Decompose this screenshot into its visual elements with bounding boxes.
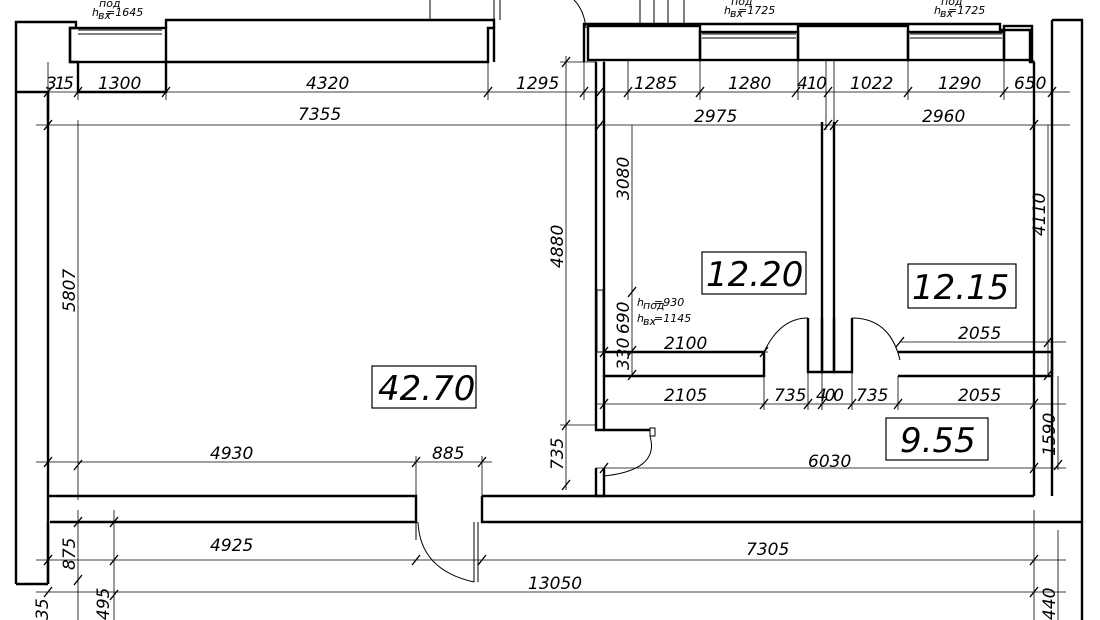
svg-text:под: под — [99, 0, 121, 10]
svg-text:вх: вх — [940, 7, 953, 20]
window-height-1: h под вх =1645 — [92, 0, 143, 22]
dim-4880: 4880 — [548, 225, 568, 268]
room-area-labels: 42.70 12.20 12.15 9.55 — [371, 251, 1017, 461]
dim-2105: 2105 — [664, 386, 707, 406]
inner-dimensions: 2100 2055 2105 735 400 735 2055 6030 493… — [210, 324, 1001, 594]
room-area-bedroom-2: 12.15 — [912, 268, 1009, 308]
dim-6030: 6030 — [808, 452, 851, 472]
dim-410: 410 — [797, 74, 827, 94]
window-height-2: h под вх =1725 — [724, 0, 775, 20]
window-height-3: h под вх =1725 — [934, 0, 985, 20]
dim-35: 35 — [33, 598, 53, 620]
dim-2055-upper: 2055 — [958, 324, 1001, 344]
dim-875: 875 — [60, 538, 80, 570]
dim-2055-lower: 2055 — [958, 386, 1001, 406]
svg-text:под: под — [941, 0, 963, 8]
svg-text:вх: вх — [643, 315, 656, 328]
dim-690: 690 — [614, 302, 634, 334]
dim-2960: 2960 — [922, 107, 965, 127]
dim-735-a: 735 — [774, 386, 806, 406]
window-note-inner: h под =930 h вх =1145 — [637, 296, 691, 328]
svg-text:=1645: =1645 — [106, 6, 143, 19]
dim-495: 495 — [94, 588, 114, 620]
svg-text:=1725: =1725 — [738, 4, 775, 17]
svg-text:h: h — [934, 4, 941, 17]
svg-text:=1145: =1145 — [654, 312, 691, 325]
svg-text:вх: вх — [730, 7, 743, 20]
svg-text:под: под — [643, 299, 665, 312]
dim-330: 330 — [614, 338, 634, 370]
dim-13050: 13050 — [528, 574, 582, 594]
dim-735-b: 735 — [856, 386, 888, 406]
dim-4930: 4930 — [210, 444, 253, 464]
dim-400: 400 — [816, 386, 844, 406]
room-area-living: 42.70 — [378, 369, 475, 409]
room-area-hall: 9.55 — [900, 421, 976, 461]
door-swings — [415, 0, 901, 583]
dim-650: 650 — [1014, 74, 1046, 94]
svg-text:h: h — [637, 312, 644, 325]
dim-1300: 1300 — [98, 74, 141, 94]
dim-4320: 4320 — [306, 74, 349, 94]
svg-text:вх: вх — [98, 9, 111, 22]
dim-1290: 1290 — [938, 74, 981, 94]
dim-1590: 1590 — [1040, 413, 1060, 456]
vertical-dimensions: 5807 3080 4880 4110 690 330 735 1590 875… — [33, 157, 1060, 620]
dim-735-vertical: 735 — [548, 438, 568, 470]
top-dimension-chain: 315 1300 4320 1295 1285 1280 410 1022 12… — [46, 74, 1046, 94]
dim-885: 885 — [432, 444, 464, 464]
dim-7305: 7305 — [746, 540, 789, 560]
windows — [78, 0, 1002, 39]
dim-4110: 4110 — [1030, 193, 1050, 236]
dim-3080: 3080 — [614, 157, 634, 200]
dim-4925: 4925 — [210, 536, 253, 556]
dim-5807: 5807 — [60, 269, 80, 312]
dim-440: 440 — [1040, 588, 1060, 620]
svg-text:h: h — [724, 4, 731, 17]
dim-7355: 7355 — [298, 105, 341, 125]
dim-2100: 2100 — [664, 334, 707, 354]
dim-2975: 2975 — [694, 107, 737, 127]
dim-1022: 1022 — [850, 74, 893, 94]
dim-1295: 1295 — [516, 74, 559, 94]
svg-text:под: под — [731, 0, 753, 8]
svg-text:h: h — [637, 296, 644, 309]
window-height-notes: h под вх =1645 h под вх =1725 h под вх =… — [92, 0, 985, 328]
svg-text:=930: =930 — [654, 296, 684, 309]
room-area-bedroom-1: 12.20 — [706, 255, 803, 295]
dim-1285: 1285 — [634, 74, 677, 94]
dimension-lines — [36, 56, 1070, 620]
svg-text:h: h — [92, 6, 99, 19]
svg-text:=1725: =1725 — [948, 4, 985, 17]
second-dimension-chain: 7355 2975 2960 — [298, 105, 965, 127]
walls — [14, 18, 1084, 620]
dim-315: 315 — [46, 74, 74, 94]
dim-1280: 1280 — [728, 74, 771, 94]
